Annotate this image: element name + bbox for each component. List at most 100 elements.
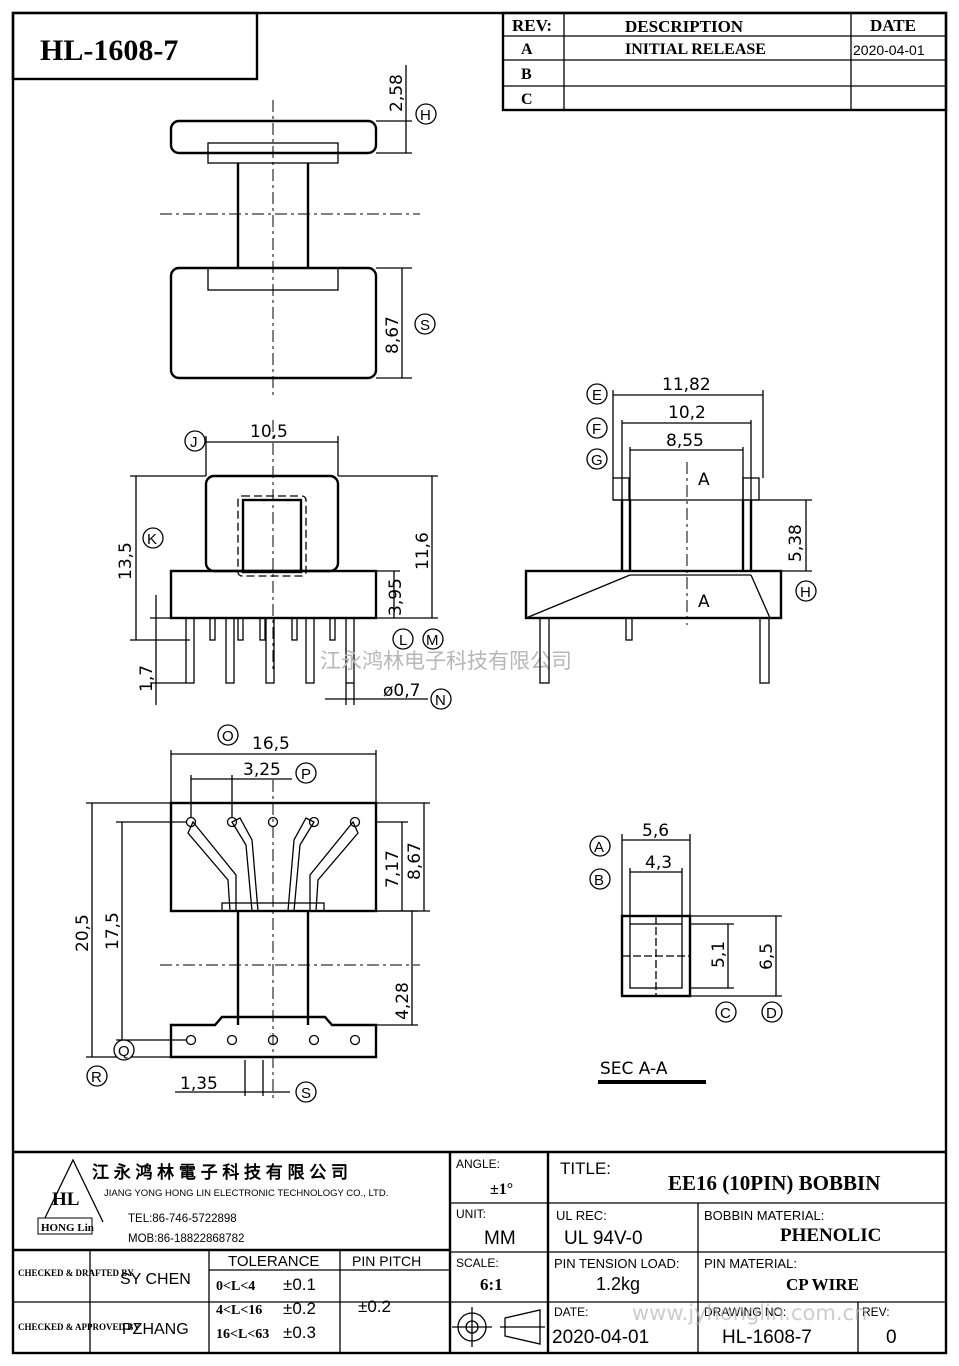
angle-label: ANGLE: bbox=[456, 1157, 500, 1171]
scale-label: SCALE: bbox=[456, 1256, 499, 1270]
top-flange bbox=[169, 119, 378, 155]
tolerance-value-3: ±0.3 bbox=[283, 1323, 316, 1342]
rev-label: REV: bbox=[862, 1305, 890, 1319]
rev-value: 0 bbox=[886, 1327, 897, 1348]
balloon-H-top-text: H bbox=[420, 107, 431, 124]
bottom-view: 16,5 3,25 7,17 8,67 4,28 20,5 17,5 1,35 … bbox=[73, 724, 430, 1103]
dim-4-3: 4,3 bbox=[645, 853, 672, 873]
front-view: 10,5 13,5 11,6 3,95 1,7 ø0,7 J K L M N bbox=[116, 420, 452, 710]
top-view: 2,58 8,67 H S bbox=[160, 65, 437, 395]
balloon-S-top bbox=[414, 313, 436, 335]
dim-17-5: 17,5 bbox=[103, 912, 123, 950]
title-label: TITLE: bbox=[560, 1159, 611, 1178]
watermark-url: www.jyhonglin.com.cn bbox=[632, 1301, 867, 1325]
company-tel: TEL:86-746-5722898 bbox=[128, 1213, 237, 1225]
section-title: SEC A-A bbox=[600, 1059, 668, 1079]
balloon-O: O bbox=[222, 728, 234, 745]
dim-11-82: 11,82 bbox=[662, 375, 711, 395]
tolerance-value-2: ±0.2 bbox=[283, 1299, 316, 1318]
dim-10-5: 10,5 bbox=[250, 422, 288, 442]
pin-material-label: PIN MATERIAL: bbox=[704, 1256, 797, 1271]
balloon-E: E bbox=[592, 387, 602, 404]
dim-3-25: 3,25 bbox=[243, 760, 281, 780]
balloon-L: L bbox=[399, 632, 407, 649]
unit-value: MM bbox=[484, 1228, 516, 1249]
checked-approved-label: CHECKED & APPROVED BY bbox=[18, 1322, 140, 1332]
drawing-no-value: HL-1608-7 bbox=[722, 1327, 812, 1348]
dim-20-5: 20,5 bbox=[73, 914, 93, 952]
dim-8-55: 8,55 bbox=[666, 431, 704, 451]
dim-5-6: 5,6 bbox=[642, 821, 669, 841]
logo-text: HONG Lin bbox=[41, 1222, 94, 1234]
pin-material-value: CP WIRE bbox=[786, 1275, 859, 1294]
dim-8-67-top: 8,67 bbox=[383, 316, 403, 354]
dim-8-67-bottom: 8,67 bbox=[405, 842, 425, 880]
date-label: DATE: bbox=[554, 1305, 588, 1319]
rev-row-a-date: 2020-04-01 bbox=[853, 42, 925, 58]
balloon-S-bottom: S bbox=[301, 1085, 311, 1102]
section-mark-top: A bbox=[698, 470, 710, 490]
pin-pitch-value: ±0.2 bbox=[358, 1297, 391, 1316]
pin-tension-value: 1.2kg bbox=[596, 1274, 640, 1294]
bottom-pin-holes bbox=[185, 816, 361, 1046]
header-drawing-number: HL-1608-7 bbox=[11, 11, 259, 81]
balloon-M: M bbox=[426, 632, 439, 649]
tolerance-range-1: 0<L<4 bbox=[216, 1279, 255, 1294]
tolerance-range-2: 4<L<16 bbox=[216, 1303, 262, 1318]
description-header: DESCRIPTION bbox=[625, 17, 744, 36]
balloon-C: C bbox=[720, 1005, 731, 1022]
dim-pin-diameter: ø0,7 bbox=[383, 681, 420, 701]
bobbin-material-label: BOBBIN MATERIAL: bbox=[704, 1208, 824, 1223]
balloon-D: D bbox=[766, 1005, 777, 1022]
header-drawing-number-text: HL-1608-7 bbox=[40, 34, 178, 67]
dim-6-5: 6,5 bbox=[757, 943, 777, 970]
dim-5-1: 5,1 bbox=[709, 941, 729, 968]
side-view: A A 11,82 10,2 8,55 5,38 E F G H bbox=[524, 375, 817, 684]
balloon-R: R bbox=[91, 1069, 102, 1086]
angle-value: ±1° bbox=[490, 1181, 513, 1198]
company-name-cn: 江 永 鸿 林 電 子 科 技 有 限 公 司 bbox=[92, 1162, 348, 1182]
dim-16-5: 16,5 bbox=[252, 734, 290, 754]
ul-label: UL REC: bbox=[556, 1208, 607, 1223]
section-mark-bottom: A bbox=[698, 592, 710, 612]
drawing-no-label: DRAWING NO: bbox=[704, 1305, 786, 1319]
title-value: EE16 (10PIN) BOBBIN bbox=[668, 1171, 880, 1195]
tolerance-label: TOLERANCE bbox=[228, 1253, 319, 1270]
sheet-border bbox=[11, 11, 948, 1355]
dim-4-28: 4,28 bbox=[393, 982, 413, 1020]
watermark-text: 江永鸿林电子科技有限公司 bbox=[320, 649, 572, 673]
balloon-H-side: H bbox=[800, 584, 811, 601]
balloon-F: F bbox=[592, 421, 601, 438]
tolerance-range-3: 16<L<63 bbox=[216, 1327, 269, 1342]
ul-value: UL 94V-0 bbox=[564, 1228, 643, 1249]
bobbin-material-value: PHENOLIC bbox=[780, 1225, 881, 1246]
date-header: DATE bbox=[870, 16, 916, 35]
rev-row-a-description: INITIAL RELEASE bbox=[625, 41, 766, 58]
pin-pitch-label: PIN PITCH bbox=[352, 1253, 421, 1269]
title-block: HL HONG Lin 江 永 鸿 林 電 子 科 技 有 限 公 司 JIAN… bbox=[13, 1150, 946, 1353]
balloon-H-top bbox=[415, 103, 437, 125]
date-value: 2020-04-01 bbox=[552, 1327, 649, 1348]
company-name-en: JIANG YONG HONG LIN ELECTRONIC TECHNOLOG… bbox=[104, 1188, 388, 1199]
balloon-P: P bbox=[301, 766, 311, 783]
balloon-B: B bbox=[594, 872, 604, 889]
balloon-N: N bbox=[435, 692, 446, 709]
dim-10-2: 10,2 bbox=[668, 403, 706, 423]
section-view: 5,6 4,3 5,1 6,5 A B C D SEC A-A bbox=[589, 821, 783, 1084]
balloon-K: K bbox=[147, 531, 157, 548]
dim-3-95: 3,95 bbox=[386, 578, 406, 616]
dim-11-6: 11,6 bbox=[413, 532, 433, 570]
scale-value: 6:1 bbox=[480, 1275, 503, 1294]
balloon-Q: Q bbox=[118, 1043, 130, 1060]
projection-symbol-icon bbox=[452, 1307, 545, 1347]
rev-row-c: C bbox=[521, 91, 533, 108]
balloon-J: J bbox=[190, 434, 198, 451]
dim-1-35: 1,35 bbox=[180, 1074, 218, 1094]
tolerance-value-1: ±0.1 bbox=[283, 1275, 316, 1294]
balloon-S-top-text: S bbox=[420, 317, 430, 334]
checked-drafted-label: CHECKED & DRAFTED BY bbox=[18, 1268, 134, 1278]
balloon-G: G bbox=[591, 452, 603, 469]
balloon-A: A bbox=[594, 839, 604, 856]
checked-approved-value: PZHANG bbox=[122, 1321, 189, 1338]
